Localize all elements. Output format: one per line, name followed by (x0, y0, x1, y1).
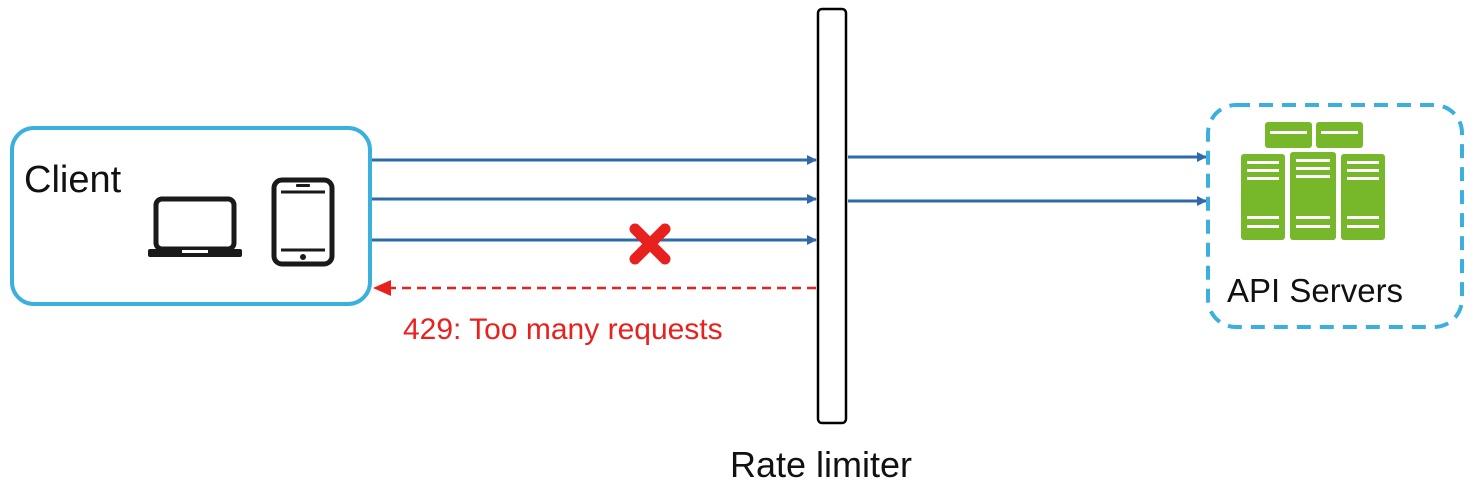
laptop-icon (148, 196, 242, 257)
client-label: Client (24, 159, 122, 201)
server-cluster-icon (1241, 122, 1385, 240)
rejection-label: 429: Too many requests (403, 313, 723, 346)
tablet-icon (271, 177, 335, 267)
api-servers-label: API Servers (1227, 272, 1403, 309)
rejection-arrowhead (373, 280, 391, 296)
rate-limiter-bar (816, 7, 848, 425)
rate-limiter-label: Rate limiter (730, 444, 912, 485)
client-box (10, 126, 372, 306)
blocked-x-icon (629, 223, 671, 265)
